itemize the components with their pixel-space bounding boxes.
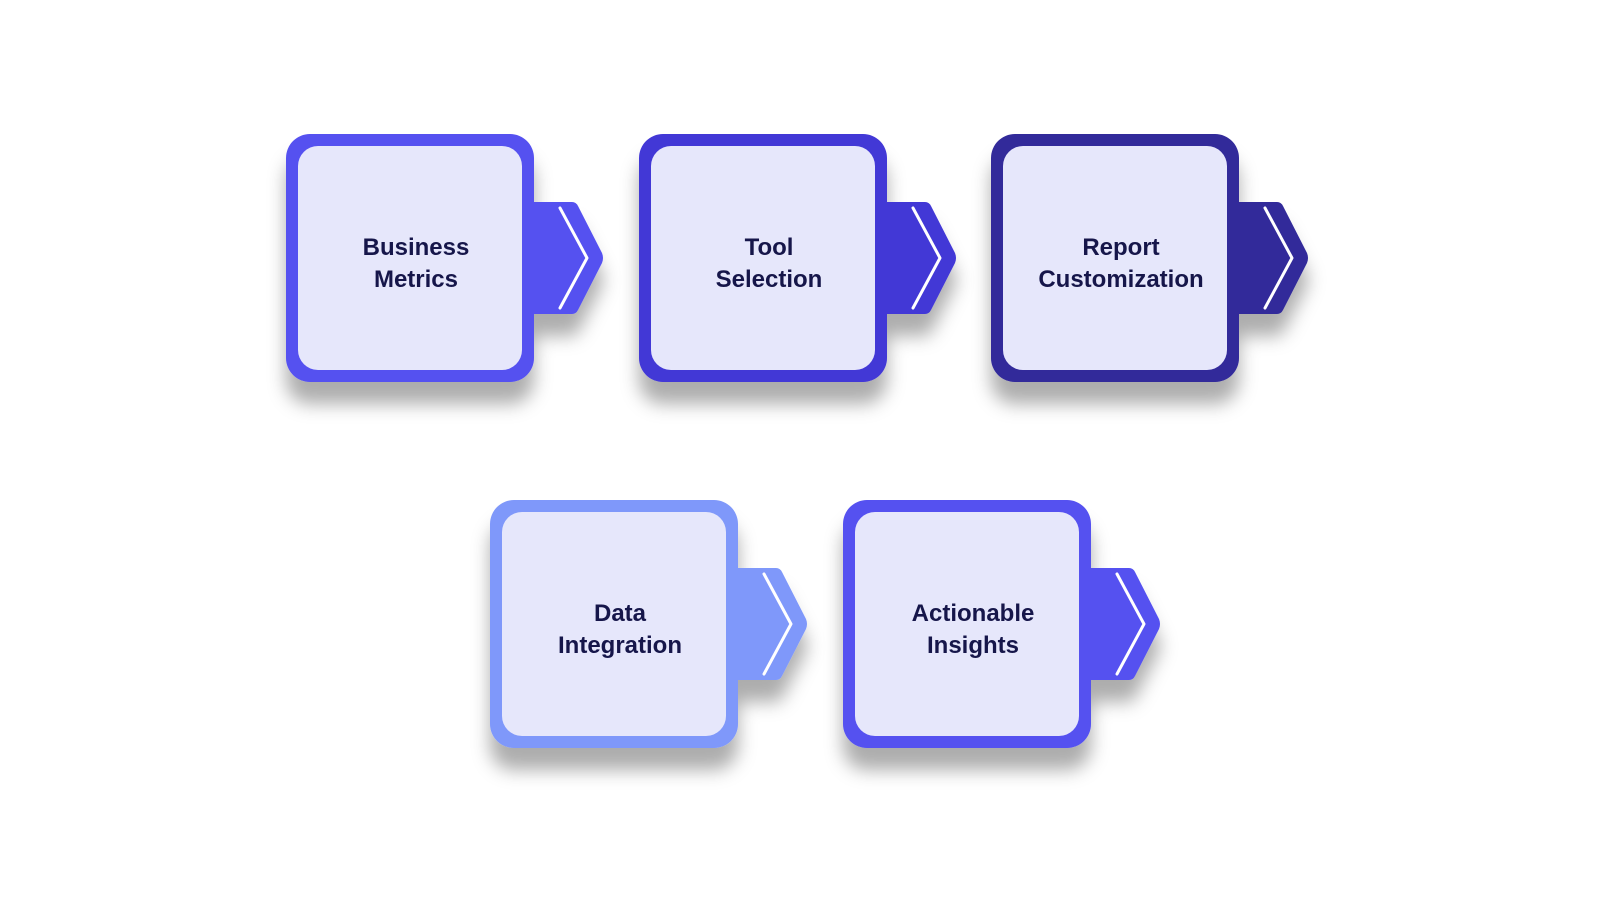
step-label: Actionable Insights <box>865 522 1081 738</box>
step-shape <box>639 134 956 382</box>
step-arrow-tab <box>1059 568 1160 680</box>
step-inner-card <box>502 512 726 736</box>
step-inner-card <box>298 146 522 370</box>
chevron-right-icon <box>558 206 589 310</box>
step-label-line-1: Business <box>362 234 470 261</box>
chevron-right-icon <box>1115 572 1146 676</box>
step-arrow-tab <box>502 202 603 314</box>
step-label-line-2: Customization <box>1038 266 1204 293</box>
step-label-line-1: Data <box>593 600 647 627</box>
step-arrow-tab <box>1207 202 1308 314</box>
step-data-integration: Data Integration <box>490 500 830 760</box>
step-shape <box>286 134 603 382</box>
step-label: Tool Selection <box>661 156 877 372</box>
step-inner-card <box>651 146 875 370</box>
chevron-right-icon <box>1263 206 1294 310</box>
step-report-customization: Report Customization <box>991 134 1331 394</box>
chevron-right-icon <box>762 572 793 676</box>
step-shape <box>843 500 1160 748</box>
step-shape <box>991 134 1308 382</box>
step-arrow-tab <box>855 202 956 314</box>
chevron-right-icon <box>911 206 942 310</box>
step-business-metrics: Business Metrics <box>286 134 626 394</box>
step-inner-card <box>1003 146 1227 370</box>
step-label-line-2: Selection <box>715 266 823 293</box>
step-label-line-1: Actionable <box>911 600 1035 627</box>
step-label-line-1: Report <box>1082 234 1160 261</box>
step-arrow-tab <box>706 568 807 680</box>
step-label: Data Integration <box>512 522 728 738</box>
step-label: Business Metrics <box>308 156 524 372</box>
step-label: Report Customization <box>1013 156 1229 372</box>
step-label-line-2: Integration <box>558 632 682 659</box>
step-actionable-insights: Actionable Insights <box>843 500 1183 760</box>
step-label-line-1: Tool <box>744 234 794 261</box>
step-label-line-2: Insights <box>926 632 1019 659</box>
step-tool-selection: Tool Selection <box>639 134 979 394</box>
step-inner-card <box>855 512 1079 736</box>
step-label-line-2: Metrics <box>373 266 459 293</box>
step-shape <box>490 500 807 748</box>
